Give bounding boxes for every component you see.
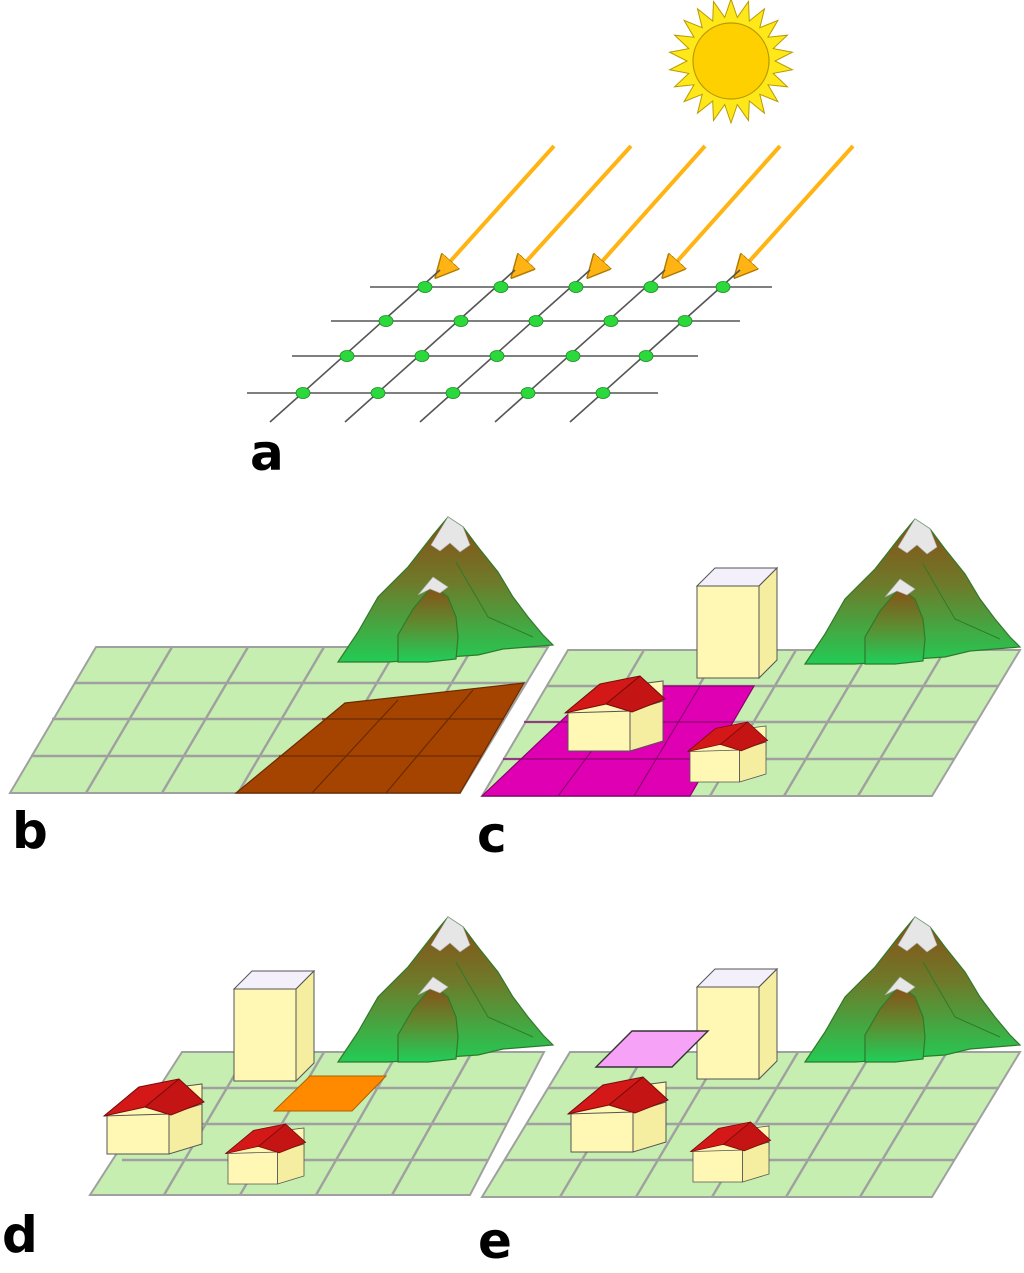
sample-grid [247,269,772,423]
panel-label-b: b [12,802,48,860]
pink-elevated-panel [594,1030,710,1068]
light-rays [438,144,855,275]
soil-cells [234,682,526,794]
sun-icon [668,0,794,125]
panel-b: b [8,516,554,860]
panel-e: e [478,916,1022,1270]
panel-d: d [2,916,554,1264]
panel-c: c [477,518,1022,864]
grid-nodes [295,281,731,399]
panel-label-c: c [477,806,507,864]
orange-cell [272,1075,388,1112]
panel-label-a: a [250,424,284,482]
panel-label-e: e [478,1212,512,1270]
panel-a: a [247,0,855,482]
panel-label-d: d [2,1206,38,1264]
